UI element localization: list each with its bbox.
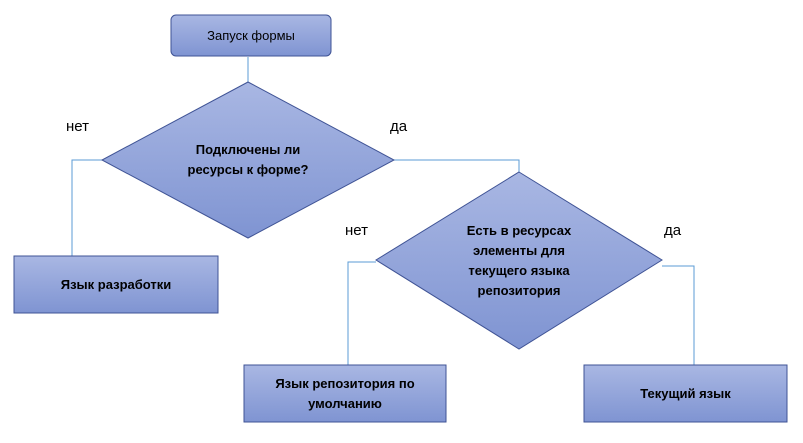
edge-label-elements-yes: да bbox=[664, 222, 682, 239]
decision-elements-label: Есть в ресурсах элементы для текущего яз… bbox=[466, 223, 572, 298]
connector-decision1-no bbox=[71, 159, 102, 256]
edge-label-resources-no: нет bbox=[66, 118, 89, 135]
start-node-shape bbox=[170, 14, 332, 57]
current-language-node-label: Текущий язык bbox=[640, 385, 731, 401]
edge-label-elements-no: нет bbox=[345, 222, 368, 239]
connector-decision2-yes bbox=[662, 265, 695, 365]
dev-language-node-label: Язык разработки bbox=[60, 276, 172, 292]
decision-resources-label: Подключены ли ресурсы к форме? bbox=[187, 142, 309, 177]
current-language-node-shape bbox=[583, 364, 788, 423]
start-node-label: Запуск формы bbox=[207, 27, 295, 43]
connector-decision2-no bbox=[347, 261, 376, 365]
decision-resources-shape bbox=[100, 81, 396, 239]
connector-decision1-yes bbox=[394, 159, 520, 172]
dev-language-node-shape bbox=[13, 255, 219, 314]
edge-label-resources-yes: да bbox=[390, 118, 408, 135]
repo-default-language-node-label: Язык репозитория по умолчанию bbox=[275, 375, 415, 411]
repo-default-language-node-shape bbox=[243, 364, 447, 423]
decision-elements-shape bbox=[375, 171, 663, 350]
